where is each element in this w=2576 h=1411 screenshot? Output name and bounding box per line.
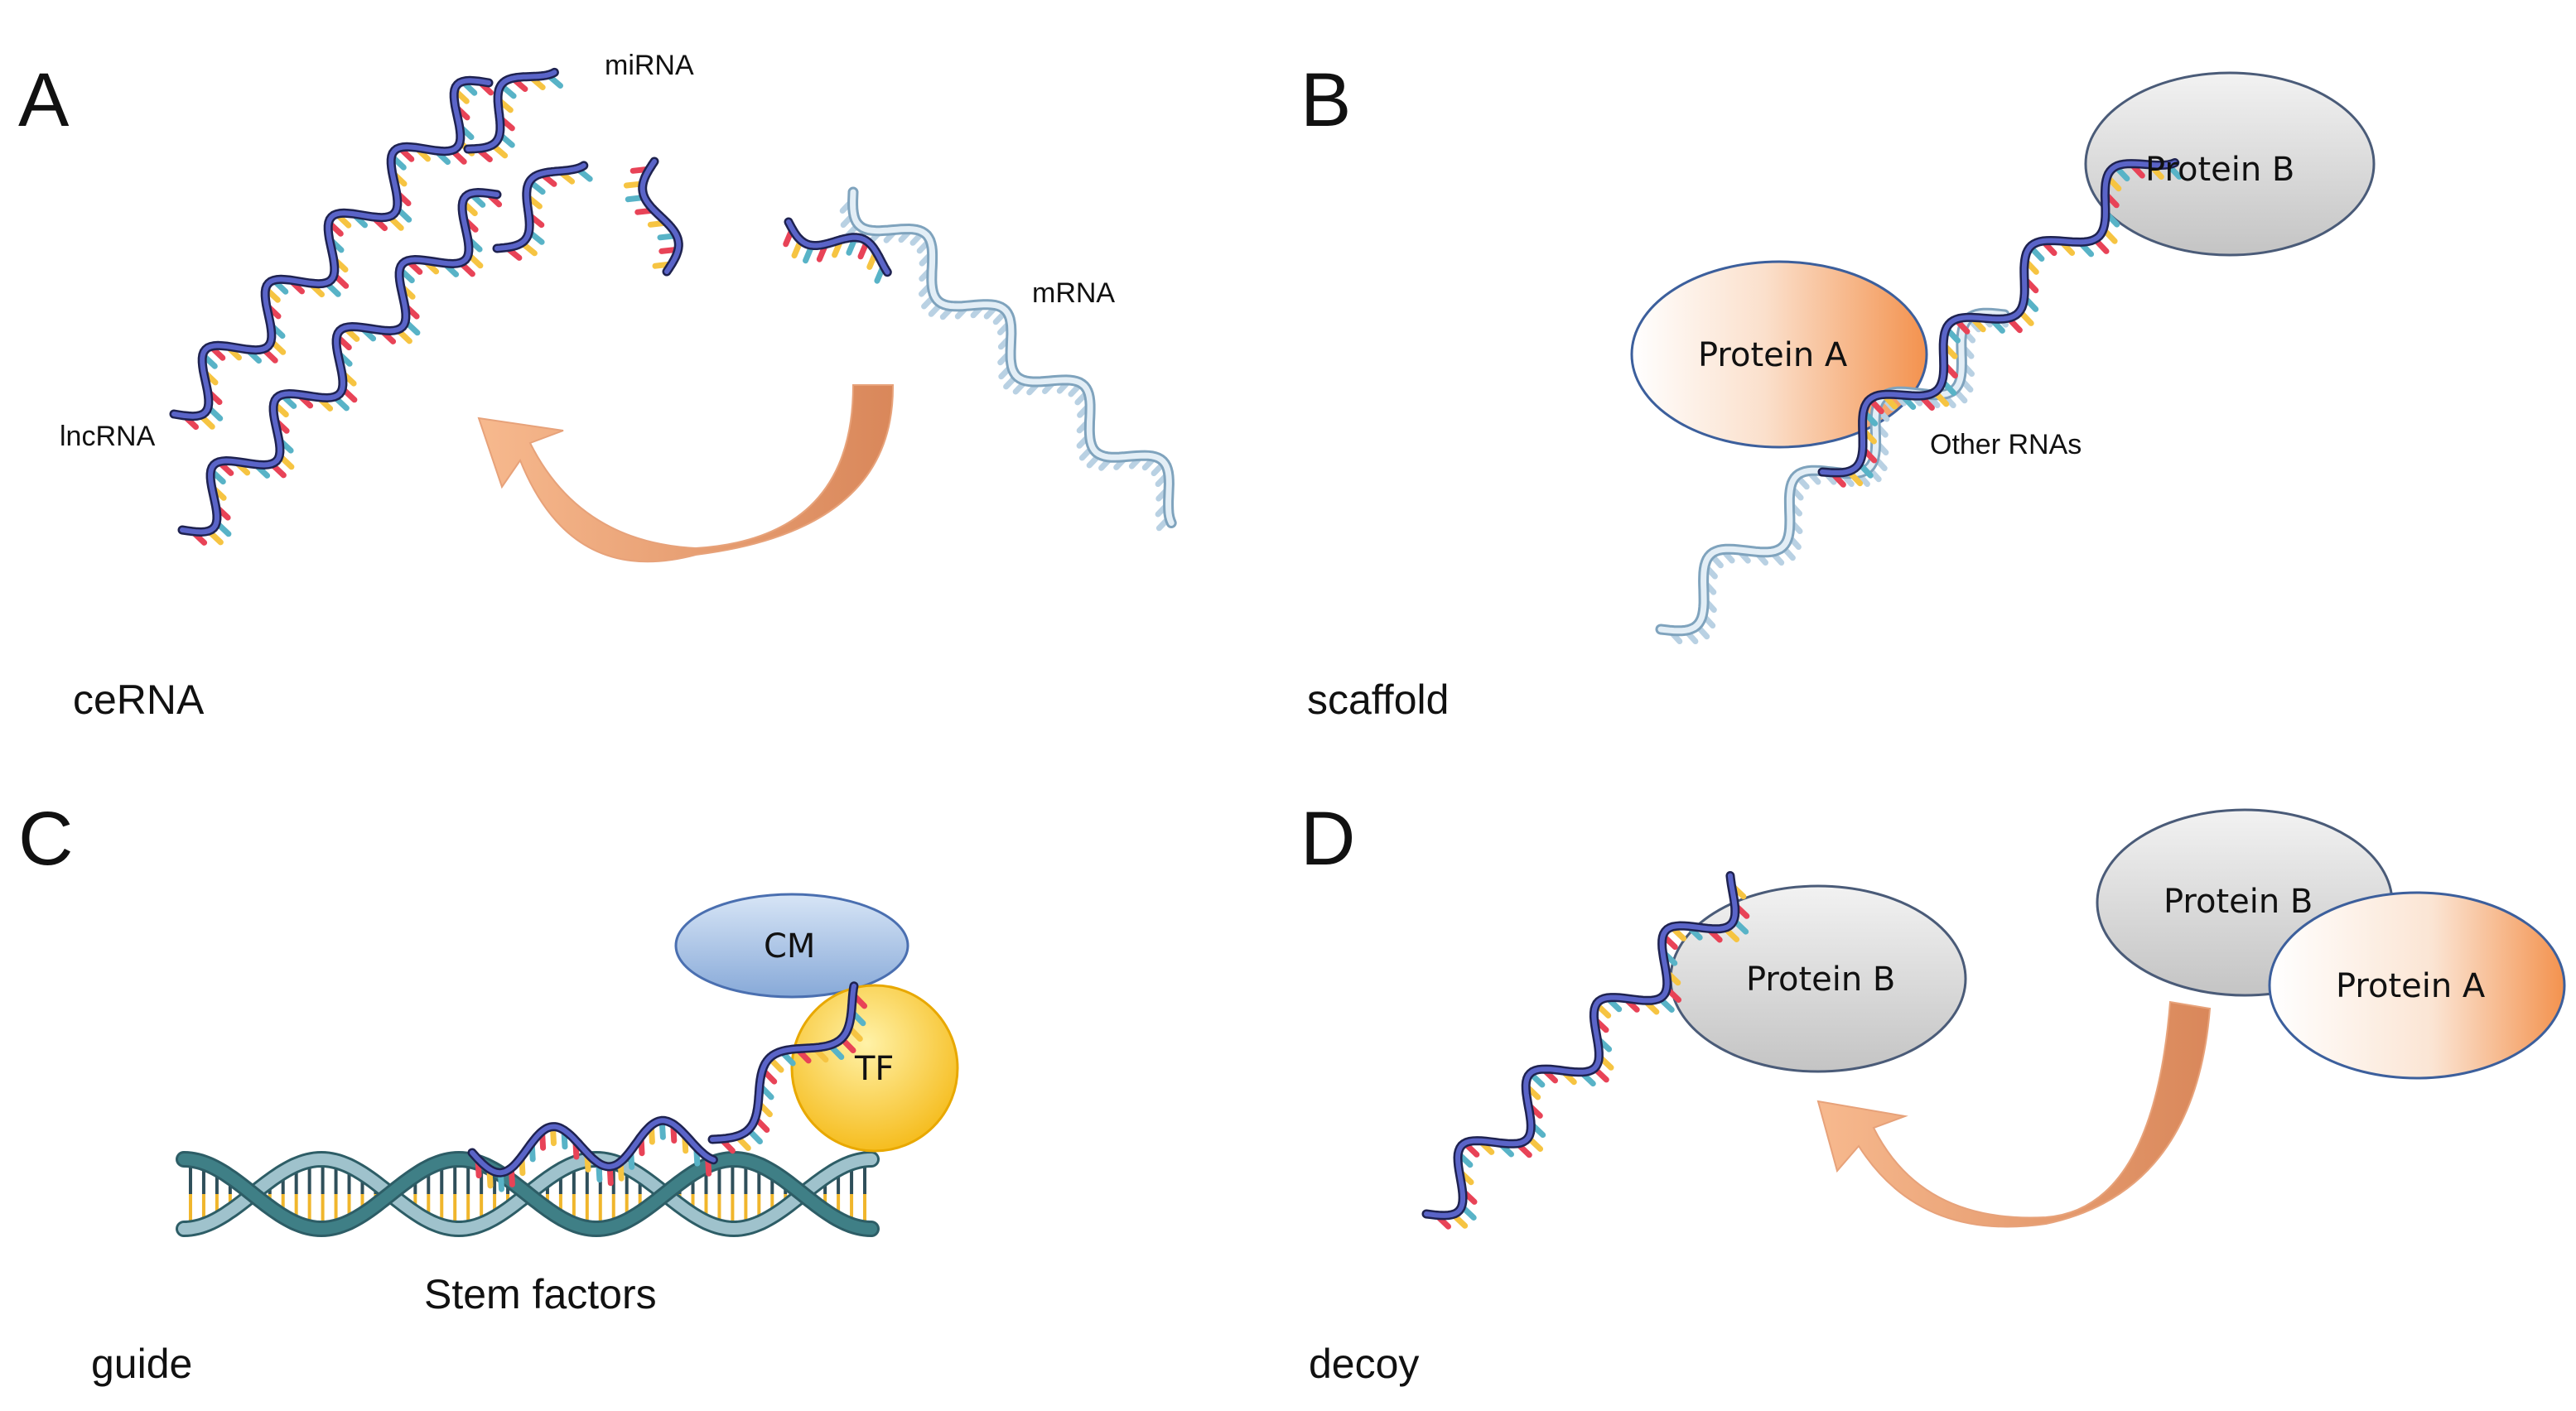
panel-d: D decoy Protein B Protein B Protein A	[1300, 797, 2566, 1387]
protein-b-ellipse	[2084, 71, 2376, 257]
protein-a-ellipse	[1630, 260, 1928, 449]
cm-label: CM	[764, 927, 815, 966]
scaffold-lncrna-strand	[1817, 158, 2183, 488]
protein-a-label: Protein A	[1698, 336, 1848, 374]
rna-backbone	[470, 1118, 716, 1176]
panel-c: C guide CM TF Stem factors	[18, 797, 959, 1387]
stem-factors-label: Stem factors	[424, 1271, 657, 1317]
tf-circle	[790, 984, 959, 1153]
rna-backbone	[171, 78, 491, 419]
rna-backbone	[710, 983, 856, 1142]
mirna-bound-upper	[463, 67, 563, 162]
dna-double-helix	[176, 1150, 880, 1238]
guide-lncrna-strand	[467, 1115, 718, 1192]
panel-a-caption: ceRNA	[73, 677, 205, 723]
guide-lncrna-rising	[707, 981, 868, 1154]
panel-a-letter: A	[18, 58, 70, 142]
panel-d-caption: decoy	[1309, 1341, 1419, 1387]
lncrna-strand-upper	[169, 75, 494, 431]
mirna-bound-mrna	[783, 217, 892, 284]
panel-c-caption: guide	[91, 1341, 192, 1387]
protein-b-label: Protein B	[2145, 151, 2294, 189]
lncrna-label: lncRNA	[60, 421, 156, 452]
rna-backbone	[850, 189, 1175, 526]
panel-a: A ceRNA miRNA mRNA lncRNA	[18, 50, 1177, 723]
mirna-label: miRNA	[605, 50, 694, 81]
rna-backbone	[1820, 160, 2178, 475]
protein-b-bound-label: Protein B	[1746, 961, 1895, 999]
panel-d-letter: D	[1300, 797, 1355, 881]
rna-backbone	[180, 190, 499, 535]
rna-backbone	[786, 219, 890, 275]
panel-b-letter: B	[1300, 58, 1351, 142]
lncrna-strand-lower	[177, 187, 503, 546]
mirna-bound-lower	[492, 161, 593, 261]
protein-a-free-label: Protein A	[2336, 967, 2486, 1005]
panel-b: B scaffold Protein B Protein A Other RNA…	[1300, 58, 2376, 723]
decoy-arrow	[1816, 1000, 2212, 1228]
panel-c-letter: C	[18, 797, 73, 881]
dna-strand	[178, 1153, 877, 1235]
protein-b-free-label: Protein B	[2164, 883, 2313, 921]
mrna-strand	[839, 186, 1177, 532]
panel-b-caption: scaffold	[1307, 677, 1449, 723]
decoy-lncrna-strand	[1421, 871, 1750, 1230]
rna-backbone	[1424, 873, 1738, 1218]
cm-ellipse	[674, 893, 909, 999]
rna-backbone	[494, 162, 586, 251]
rna-backbone	[639, 159, 682, 274]
mirna-free	[623, 157, 683, 277]
protein-a-free-ellipse	[2268, 891, 2566, 1080]
other-rnas-label: Other RNAs	[1930, 429, 2082, 460]
tf-label: TF	[854, 1050, 894, 1088]
cerna-arrow	[477, 384, 895, 563]
mrna-label: mRNA	[1032, 277, 1115, 309]
rna-backbone	[466, 70, 557, 152]
